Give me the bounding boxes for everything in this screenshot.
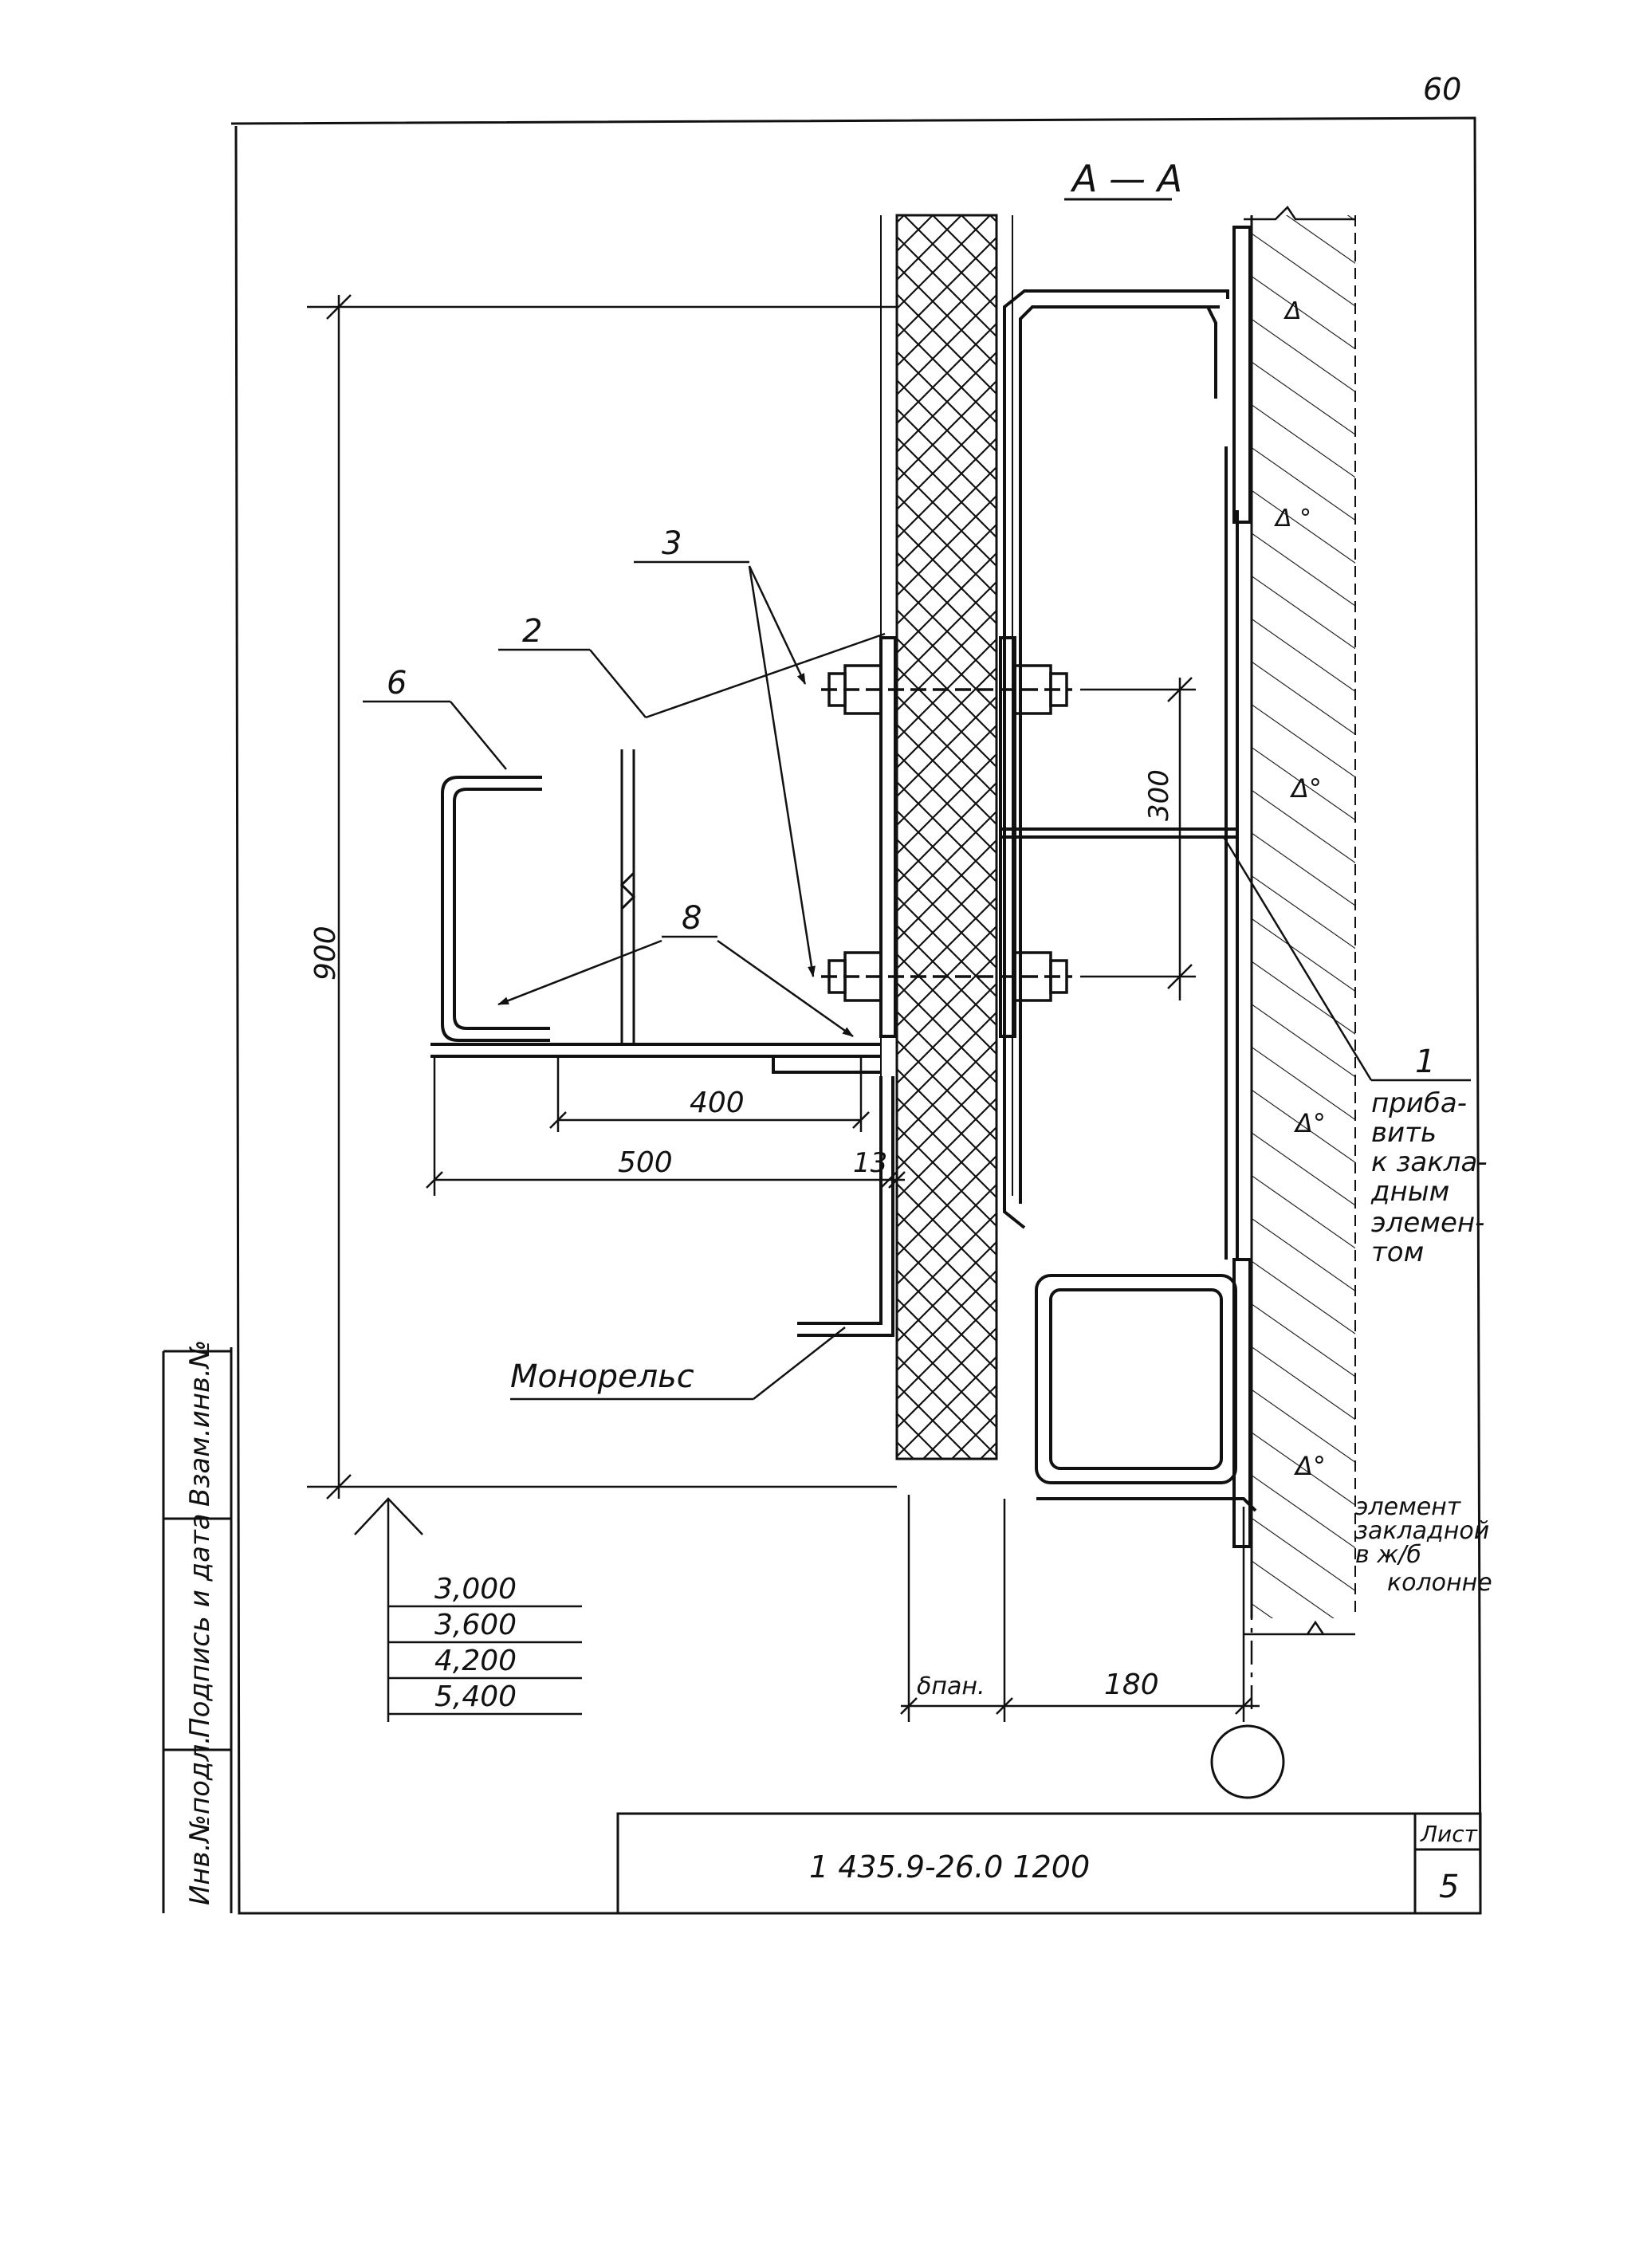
leader-8-label: 8 — [682, 900, 702, 937]
leader-13-label: 13 — [853, 1147, 887, 1179]
monorail-rail — [797, 1076, 894, 1337]
svg-text:Δ°: Δ° — [1293, 1451, 1326, 1481]
level-marker — [354, 1497, 582, 1722]
leader-1-label: 1 — [1415, 1044, 1435, 1080]
bracket-channel-6 — [441, 776, 550, 1042]
note-1-line-1: приба- — [1371, 1087, 1467, 1119]
embed-note-line-2: закладной — [1355, 1517, 1489, 1545]
level-mark-2: 3,600 — [434, 1609, 517, 1641]
dim-180: 180 — [1104, 1669, 1159, 1701]
level-mark-1: 3,000 — [434, 1573, 517, 1606]
dimension-lines — [307, 294, 1260, 1722]
bolt-plates — [879, 636, 1016, 1038]
note-1-line-3: к закла- — [1371, 1146, 1488, 1178]
title-block-sheet-label: Лист — [1420, 1821, 1478, 1847]
title-block-code: 1 435.9-26.0 1200 — [809, 1849, 1090, 1885]
svg-text:Δ°: Δ° — [1289, 773, 1322, 804]
note-1-line-6: том — [1371, 1236, 1424, 1268]
embed-note-line-1: элемент — [1355, 1493, 1462, 1521]
leader-2-label: 2 — [522, 613, 542, 650]
dim-400: 400 — [690, 1087, 745, 1119]
dim-300: 300 — [1143, 769, 1175, 821]
title-block-sheet-number: 5 — [1439, 1869, 1459, 1905]
leader-6-label: 6 — [387, 665, 407, 702]
bracket-post-2 — [619, 749, 636, 1044]
embed-note-line-3: в ж/б — [1355, 1541, 1421, 1569]
dim-panel-thickness: δпан. — [917, 1673, 985, 1700]
svg-text:Δ: Δ — [1283, 297, 1302, 325]
stamp-inv-podl: Инв.№подл. — [184, 1735, 216, 1905]
concrete-column: Δ Δ ° Δ° Δ° Δ° — [1244, 206, 1356, 1618]
bolt-lower — [821, 951, 1072, 1002]
note-1-line-5: элемен- — [1371, 1207, 1484, 1239]
svg-text:Δ°: Δ° — [1293, 1108, 1326, 1138]
column-axis — [1210, 1507, 1355, 1799]
level-mark-4: 5,400 — [434, 1680, 517, 1713]
section-label: А — А — [1070, 157, 1182, 200]
support-frame — [1000, 289, 1257, 1512]
svg-text:Δ °: Δ ° — [1274, 505, 1311, 533]
level-mark-3: 4,200 — [434, 1645, 517, 1677]
title-block — [616, 1812, 1482, 1915]
dim-900: 900 — [309, 926, 342, 981]
note-1-line-4: дным — [1370, 1176, 1449, 1208]
bolt-upper — [821, 664, 1072, 715]
leader-3-label: 3 — [662, 525, 682, 562]
leader-lines — [363, 560, 1471, 1401]
bracket-beam — [430, 1043, 881, 1074]
dim-500: 500 — [618, 1146, 673, 1179]
monorail-label: Монорельс — [510, 1358, 694, 1395]
stamp-signature-date: Подпись и дата — [184, 1513, 216, 1738]
embed-note-line-4: колонне — [1387, 1569, 1492, 1597]
note-1-line-2: вить — [1371, 1117, 1437, 1149]
wall-panel — [880, 214, 1013, 1460]
page-number: 60 — [1423, 72, 1461, 107]
stamp-vzam-inv: Взам.инв.№ — [184, 1340, 216, 1507]
